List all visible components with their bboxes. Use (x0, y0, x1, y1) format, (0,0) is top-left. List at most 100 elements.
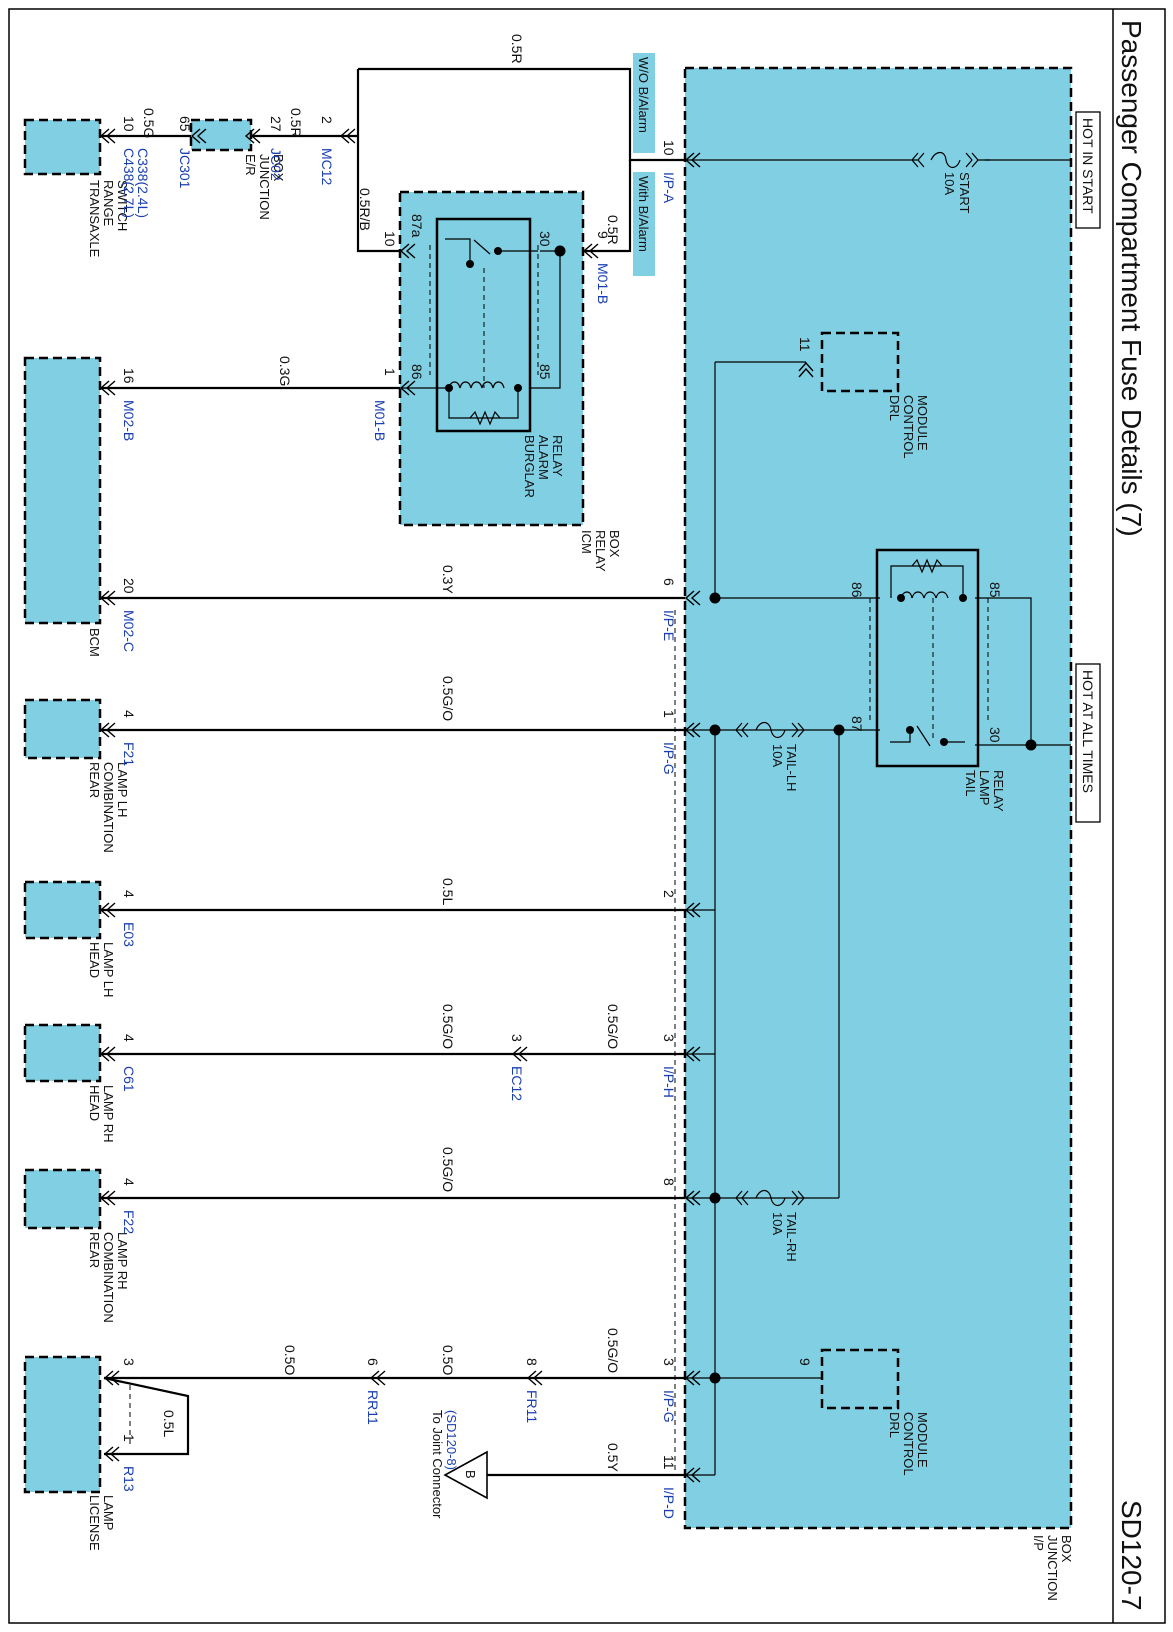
svg-text:I/P-G: I/P-G (661, 742, 677, 775)
svg-text:TAIL-LH: TAIL-LH (784, 744, 799, 791)
svg-text:To Joint Connector: To Joint Connector (430, 1410, 445, 1519)
svg-text:JC301: JC301 (177, 148, 193, 189)
svg-text:0.5G: 0.5G (141, 108, 157, 138)
drl-control-module-2-label: DRL CONTROL MODULE (887, 1412, 930, 1476)
svg-text:EC12: EC12 (509, 1066, 525, 1101)
joint-connector-label: To Joint Connector (SD120-8) (430, 1410, 459, 1519)
option-with-burglar-alarm: With B/Alarm (633, 172, 655, 276)
svg-text:20: 20 (121, 578, 137, 594)
ip-junction-box (683, 66, 1073, 1530)
svg-text:8: 8 (661, 1178, 677, 1186)
connector-chevron (684, 1190, 701, 1206)
svg-text:30: 30 (537, 231, 553, 247)
svg-text:8: 8 (524, 1358, 540, 1366)
transaxle-range-switch (23, 118, 102, 176)
connector-chevron (99, 128, 116, 144)
svg-text:0.5R: 0.5R (605, 215, 621, 245)
start-fuse: START 10A (905, 151, 990, 213)
svg-text:10A: 10A (770, 744, 785, 767)
svg-text:LICENSE: LICENSE (87, 1495, 102, 1551)
drl-control-module-1 (820, 331, 900, 393)
joint-connector-b: B (443, 1450, 488, 1500)
svg-text:I/P-G: I/P-G (661, 1390, 677, 1423)
svg-text:(SD120-8): (SD120-8) (444, 1410, 459, 1470)
connector-chevron (684, 152, 701, 168)
svg-text:3: 3 (661, 1034, 677, 1042)
er-junction-box-label: E/R JUNCTION BOX (243, 154, 286, 220)
svg-text:START: START (957, 172, 972, 213)
head-lamp-lh (23, 880, 102, 940)
burglar-alarm-relay-label: BURGLAR ALARM RELAY (522, 435, 565, 498)
svg-text:R13: R13 (121, 1466, 137, 1492)
svg-text:0.5R/B: 0.5R/B (357, 188, 373, 231)
svg-text:M01-B: M01-B (372, 400, 388, 441)
svg-text:10: 10 (661, 140, 677, 156)
svg-text:2: 2 (661, 890, 677, 898)
svg-text:RR11: RR11 (365, 1390, 381, 1425)
connector-chevron (684, 1467, 701, 1483)
svg-text:10A: 10A (942, 172, 957, 195)
bcm-module (23, 356, 102, 625)
svg-text:3: 3 (661, 1358, 677, 1366)
drl-control-module-1-label: DRL CONTROL MODULE (887, 395, 930, 459)
svg-text:0.5L: 0.5L (440, 878, 456, 905)
svg-text:C438(2.7L): C438(2.7L) (121, 148, 137, 218)
svg-text:RELAY: RELAY (593, 530, 608, 572)
svg-text:0.5G/O: 0.5G/O (605, 1328, 621, 1373)
connector-chevron (684, 590, 701, 606)
burglar-alarm-relay-internals (429, 238, 539, 426)
svg-text:MODULE: MODULE (915, 395, 930, 451)
connector-chevron (99, 902, 116, 918)
svg-text:9: 9 (797, 1358, 813, 1366)
connector-chevron (511, 1046, 528, 1062)
page-code: SD120-7 (1116, 1500, 1147, 1611)
svg-text:HEAD: HEAD (87, 942, 102, 978)
svg-text:ICM: ICM (579, 530, 594, 554)
svg-text:1: 1 (382, 368, 398, 376)
connector-chevron (103, 1370, 120, 1386)
license-lamp-label: LICENSE LAMP (87, 1495, 116, 1551)
connector-chevron (399, 243, 416, 259)
connector-chevron (684, 902, 701, 918)
tail-rh-fuse: TAIL-RH 10A (735, 1189, 805, 1262)
head-lamp-rh-label: HEAD LAMP RH (87, 1085, 116, 1143)
er-junction-box (189, 118, 253, 152)
svg-text:B: B (463, 1470, 478, 1479)
svg-text:LAMP LH: LAMP LH (115, 762, 130, 817)
svg-text:65: 65 (177, 116, 193, 132)
svg-text:COMBINATION: COMBINATION (101, 1232, 116, 1323)
svg-text:10: 10 (382, 231, 398, 247)
svg-text:RELAY: RELAY (550, 435, 565, 477)
option-without-burglar-alarm: W/O B/Alarm (633, 53, 655, 153)
svg-text:E/R: E/R (243, 154, 258, 176)
svg-text:HOT AT ALL TIMES: HOT AT ALL TIMES (1080, 670, 1096, 793)
page-title: Passenger Compartment Fuse Details (7) (1116, 20, 1147, 537)
tail-lamp-relay (875, 548, 980, 768)
head-lamp-lh-label: HEAD LAMP LH (87, 942, 116, 997)
connector-chevron (99, 1190, 116, 1206)
icm-relay-box-label: ICM RELAY BOX (579, 530, 622, 572)
svg-text:10: 10 (121, 116, 137, 132)
connector-chevron (190, 128, 207, 144)
svg-text:4: 4 (121, 890, 137, 898)
svg-text:87: 87 (849, 716, 865, 732)
svg-text:TAIL: TAIL (963, 770, 978, 797)
rear-combination-lamp-lh-label: REAR COMBINATION LAMP LH (87, 762, 130, 853)
svg-text:BOX: BOX (1059, 1535, 1074, 1563)
svg-text:MODULE: MODULE (915, 1412, 930, 1468)
svg-text:BURGLAR: BURGLAR (522, 435, 537, 498)
svg-text:MC12: MC12 (319, 148, 335, 186)
svg-text:0.5Y: 0.5Y (605, 1443, 621, 1472)
svg-text:0.5G/O: 0.5G/O (440, 1147, 456, 1192)
svg-text:0.5R: 0.5R (509, 34, 525, 64)
svg-text:16: 16 (121, 368, 137, 384)
svg-text:HEAD: HEAD (87, 1085, 102, 1121)
rear-combination-lamp-lh (23, 698, 102, 760)
svg-text:C338(2.4L): C338(2.4L) (135, 148, 151, 218)
svg-text:10A: 10A (770, 1212, 785, 1235)
svg-text:1: 1 (661, 710, 677, 718)
svg-text:C61: C61 (121, 1066, 137, 1092)
connector-chevron (684, 1370, 701, 1386)
svg-text:LAMP RH: LAMP RH (101, 1085, 116, 1143)
